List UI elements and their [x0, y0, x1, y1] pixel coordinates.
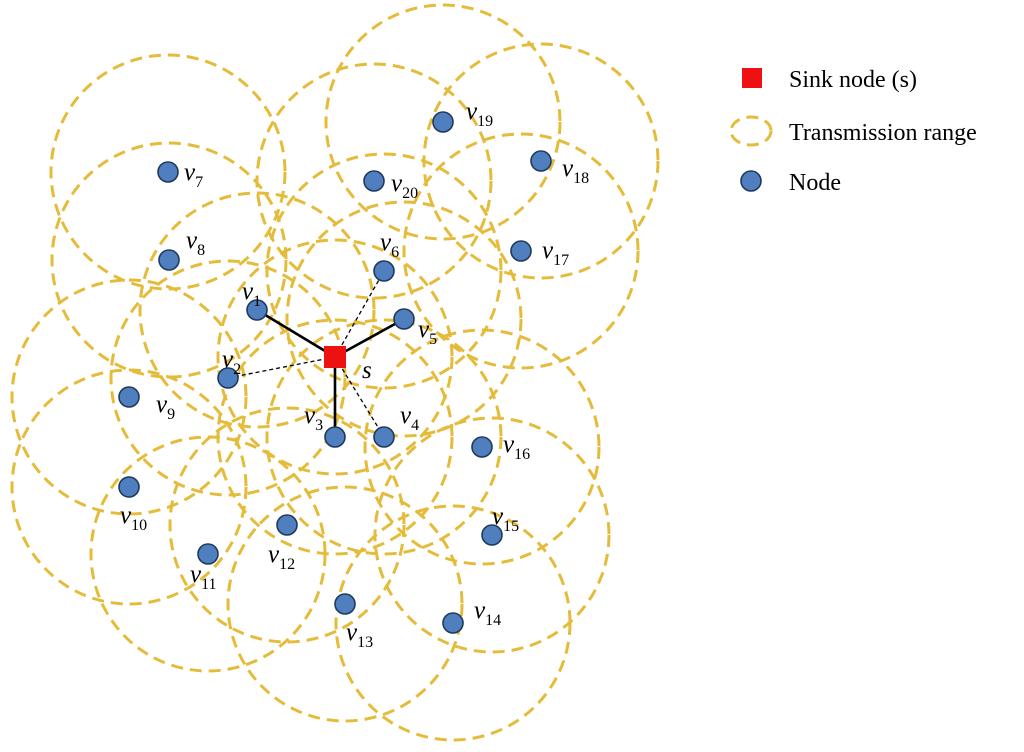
range-circle-v17	[402, 132, 640, 370]
transmission-ranges	[10, 3, 660, 742]
node-v10	[118, 476, 140, 498]
label-v18: v18	[562, 155, 589, 187]
range-circle-v13	[226, 485, 464, 723]
node-v17	[510, 240, 532, 262]
legend: Sink node (s) Transmission range Node	[729, 67, 977, 196]
nodes	[118, 111, 552, 634]
node-v13	[334, 593, 356, 615]
label-v13: v13	[346, 619, 373, 651]
range-circle-v7	[49, 53, 287, 291]
range-circle-v6	[265, 152, 503, 390]
range-circle-v2	[109, 259, 347, 497]
link-s-v1	[256, 308, 336, 359]
sink-label: s	[362, 357, 372, 384]
node-v8	[158, 249, 180, 271]
node-v9	[118, 386, 140, 408]
label-v3: v3	[304, 402, 323, 434]
label-v11: v11	[190, 561, 217, 593]
range-circle-v9	[10, 278, 248, 516]
legend-node-swatch	[740, 170, 762, 192]
label-v16: v16	[503, 431, 530, 463]
range-circle-v10	[10, 368, 248, 606]
label-v5: v5	[418, 316, 437, 348]
node-v18	[530, 150, 552, 172]
range-circle-s	[216, 238, 454, 476]
label-v20: v20	[391, 170, 418, 202]
range-circle-v8	[50, 141, 288, 379]
node-v7	[157, 161, 179, 183]
node-v14	[442, 612, 464, 634]
label-v19: v19	[466, 98, 493, 130]
node-v1	[246, 299, 268, 321]
link-s-v6	[334, 270, 385, 358]
label-v14: v14	[474, 597, 501, 629]
label-v6: v6	[380, 229, 399, 261]
node-v15	[481, 524, 503, 546]
legend-node-label: Node	[789, 170, 841, 196]
node-labels: v1 v2 v3 v4 v5 v6 v7 v8 v9 v10 v11 v12 v13 v14 v15 v16 v…	[120, 98, 589, 651]
label-v10: v10	[120, 502, 147, 534]
label-v15: v15	[492, 503, 519, 535]
label-v4: v4	[400, 402, 419, 434]
legend-range-label: Transmission range	[789, 120, 977, 146]
range-circle-v20	[255, 62, 493, 300]
label-v2: v2	[222, 346, 241, 378]
range-circle-v15	[373, 416, 611, 654]
range-circle-v4	[265, 318, 503, 556]
node-v4	[373, 426, 395, 448]
legend-sink-label: Sink node (s)	[789, 67, 917, 93]
sink: s	[324, 346, 372, 384]
label-v9: v9	[156, 391, 175, 423]
range-circle-v19	[324, 3, 562, 241]
range-circle-v16	[363, 328, 601, 566]
node-v3	[324, 426, 346, 448]
link-s-v5	[334, 317, 405, 359]
node-v11	[197, 543, 219, 565]
range-circle-v5	[285, 200, 523, 438]
label-v7: v7	[184, 159, 203, 191]
sink-links	[227, 270, 405, 438]
label-v17: v17	[542, 237, 569, 269]
node-v12	[276, 514, 298, 536]
range-circle-v1	[138, 191, 376, 429]
range-circle-v12	[168, 406, 406, 644]
node-v16	[471, 436, 493, 458]
node-v19	[432, 111, 454, 133]
node-v5	[393, 308, 415, 330]
sink-node	[324, 346, 346, 368]
link-s-v4	[334, 356, 385, 438]
range-circle-v18	[422, 42, 660, 280]
node-v2	[217, 367, 239, 389]
node-v20	[363, 170, 385, 192]
node-v6	[373, 260, 395, 282]
label-v8: v8	[186, 227, 205, 259]
label-v12: v12	[268, 541, 295, 573]
legend-sink-swatch	[742, 68, 762, 88]
label-v1: v1	[242, 278, 261, 310]
legend-range-swatch	[729, 115, 773, 147]
